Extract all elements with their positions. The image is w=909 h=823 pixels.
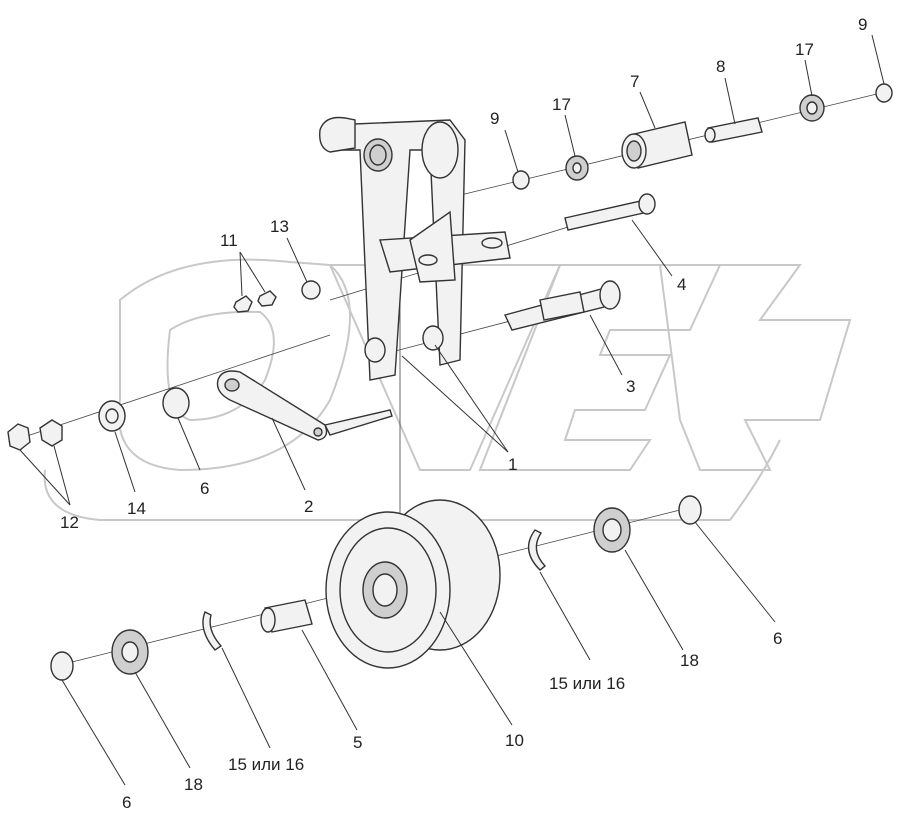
leader-lines (19, 34, 885, 786)
left-stack-parts (7, 387, 190, 451)
callout-9-top: 9 (858, 15, 867, 34)
callout-6-right: 6 (773, 629, 782, 648)
callout-6-left: 6 (200, 479, 209, 498)
bolt-part-4 (564, 193, 656, 231)
callout-15-16-right: 15 или 16 (549, 674, 625, 693)
callout-12: 12 (60, 513, 79, 532)
washers-upper (512, 83, 893, 190)
bracket-part-1 (319, 116, 511, 381)
callout-6-bottom: 6 (122, 793, 131, 812)
callout-1: 1 (508, 455, 517, 474)
right-stack-parts (527, 495, 702, 571)
callout-7: 7 (630, 72, 639, 91)
axle-part-3 (504, 280, 621, 331)
callout-labels: 9 17 8 7 17 9 11 13 4 3 1 6 2 14 12 6 18… (60, 15, 867, 812)
callout-18-right: 18 (680, 651, 699, 670)
callout-17-top: 17 (795, 40, 814, 59)
callout-18-left: 18 (184, 775, 203, 794)
pin-part-8 (704, 117, 763, 143)
callout-13: 13 (270, 217, 289, 236)
pulley-part-10 (325, 499, 501, 669)
bushing-part-7 (621, 121, 693, 169)
lower-left-parts (50, 599, 313, 681)
callout-15-16-left: 15 или 16 (228, 755, 304, 774)
callout-9-mid: 9 (490, 109, 499, 128)
callout-10: 10 (505, 731, 524, 750)
callout-8: 8 (716, 57, 725, 76)
lever-part-2 (216, 370, 393, 441)
callout-5: 5 (353, 733, 362, 752)
callout-11: 11 (220, 231, 238, 250)
callout-4: 4 (677, 275, 686, 294)
callout-17-mid: 17 (552, 95, 571, 114)
callout-2: 2 (304, 497, 313, 516)
callout-14: 14 (127, 499, 146, 518)
nuts-part-11-13 (233, 280, 321, 313)
callout-3: 3 (626, 377, 635, 396)
